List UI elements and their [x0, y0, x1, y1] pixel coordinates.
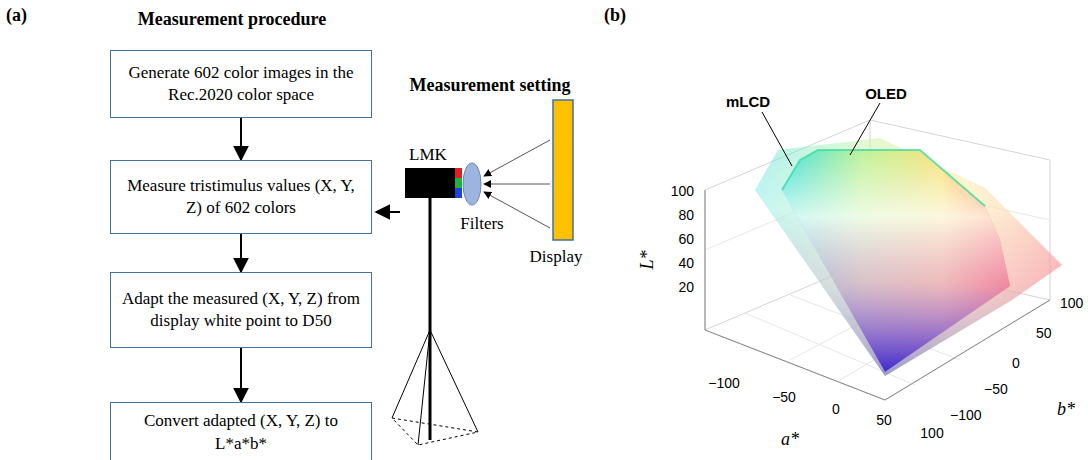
- tick-label: 50: [1036, 326, 1052, 341]
- gamut-solid: [755, 103, 1062, 376]
- part-label: Display: [530, 248, 583, 267]
- gamut-plot: [705, 120, 1050, 400]
- panel-label: (b): [604, 6, 626, 26]
- process-box: Convert adapted (X, Y, Z) to L*a*b*: [110, 402, 372, 460]
- axis-title: L*: [638, 250, 658, 269]
- box-text: Adapt the measured (X, Y, Z) from displa…: [119, 288, 363, 332]
- tick-label: 100: [1060, 296, 1083, 311]
- axis-title: b*: [1057, 400, 1075, 420]
- section-heading: Measurement setting: [409, 76, 570, 96]
- tick-label: 0: [1012, 356, 1020, 371]
- tick-label: 80: [678, 208, 694, 223]
- flow-arrow: [240, 348, 242, 402]
- section-heading: Measurement procedure: [138, 10, 326, 30]
- tick-label: 50: [876, 413, 892, 428]
- tick-label: 100: [671, 184, 694, 199]
- tick-label: 40: [678, 256, 694, 271]
- tick-label: 0: [832, 402, 840, 417]
- tick-label: 20: [678, 280, 694, 295]
- process-box: Generate 602 color images in the Rec.202…: [110, 50, 372, 118]
- part-label: LMK: [409, 146, 447, 165]
- process-box: Measure tristimulus values (X, Y, Z) of …: [110, 160, 372, 234]
- axis-title: a*: [781, 430, 799, 450]
- box-text: Generate 602 color images in the Rec.202…: [119, 62, 363, 106]
- tick-label: 60: [678, 232, 694, 247]
- tick-label: −50: [984, 382, 1008, 397]
- flow-arrow: [240, 118, 242, 160]
- part-label: Filters: [460, 215, 503, 234]
- box-text: Measure tristimulus values (X, Y, Z) of …: [119, 175, 363, 219]
- series-label: mLCD: [726, 94, 770, 111]
- camera-setup: [376, 100, 573, 445]
- process-box: Adapt the measured (X, Y, Z) from displa…: [110, 272, 372, 348]
- flow-arrow: [240, 234, 242, 272]
- tick-label: 100: [920, 426, 943, 441]
- tick-label: −50: [772, 390, 796, 405]
- series-label: OLED: [865, 86, 907, 103]
- panel-label: (a): [6, 6, 27, 26]
- tick-label: −100: [708, 376, 740, 391]
- box-text: Convert adapted (X, Y, Z) to L*a*b*: [119, 410, 363, 454]
- tick-label: −100: [950, 408, 982, 423]
